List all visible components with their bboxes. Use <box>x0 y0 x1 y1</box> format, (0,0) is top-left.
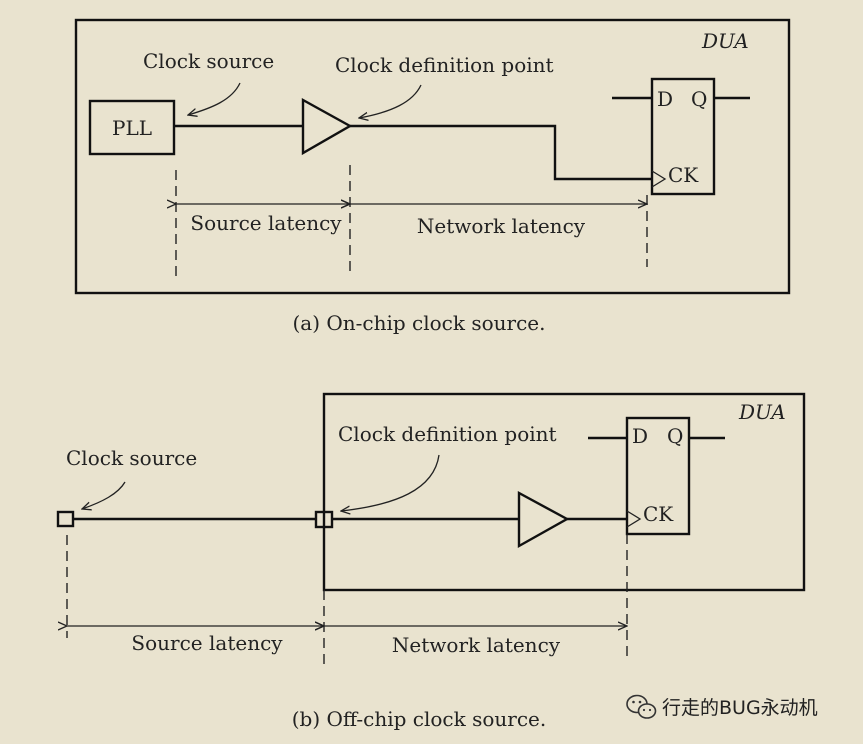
source-latency-label-b: Source latency <box>131 631 283 655</box>
dua-label-b: DUA <box>738 400 786 424</box>
clock-source-label-a: Clock source <box>143 49 274 73</box>
ff-clock-triangle-a <box>651 170 667 188</box>
caption-a: (a) On-chip clock source. <box>292 311 545 335</box>
clock-def-arrow-b <box>341 454 440 511</box>
clock-source-arrow-b <box>82 481 126 509</box>
ff-d-label-a: D <box>657 87 673 111</box>
network-latency-label-b: Network latency <box>392 633 561 657</box>
watermark-text: 行走的BUG永动机 <box>662 697 818 719</box>
ff-q-label-b: Q <box>667 424 683 448</box>
clock-source-arrow-a <box>188 82 241 115</box>
buffer-icon-a <box>301 97 353 156</box>
pll-block <box>88 99 176 156</box>
diagram-b: DUA D Q CK Clock source Clock definition… <box>56 392 806 731</box>
buffer-icon-b <box>517 490 570 549</box>
flip-flop-a <box>650 77 716 196</box>
ff-clock-triangle-b <box>626 510 642 528</box>
flip-flop-b <box>625 416 691 536</box>
ff-ck-label-a: CK <box>668 163 699 187</box>
watermark: 行走的BUG永动机 <box>626 694 818 719</box>
clock-def-arrow-a <box>359 84 422 118</box>
network-latency-label-a: Network latency <box>417 214 586 238</box>
clock-def-label-b: Clock definition point <box>338 422 557 446</box>
clock-wire-a2 <box>350 124 652 181</box>
ff-ck-label-b: CK <box>643 502 674 526</box>
ff-q-label-a: Q <box>691 87 707 111</box>
diagram-a: DUA PLL D Q CK Clock source Clock defini… <box>74 18 791 335</box>
wechat-icon <box>626 694 657 719</box>
clock-def-label-a: Clock definition point <box>335 53 554 77</box>
ff-d-label-b: D <box>632 424 648 448</box>
source-latency-label-a: Source latency <box>190 211 342 235</box>
dua-box-b <box>322 392 806 592</box>
pll-label: PLL <box>112 116 152 140</box>
clock-source-pin-b <box>56 510 75 528</box>
dua-label-a: DUA <box>701 29 749 53</box>
clock-source-label-b: Clock source <box>66 446 197 470</box>
caption-b: (b) Off-chip clock source. <box>292 707 547 731</box>
dua-box-a <box>74 18 791 295</box>
